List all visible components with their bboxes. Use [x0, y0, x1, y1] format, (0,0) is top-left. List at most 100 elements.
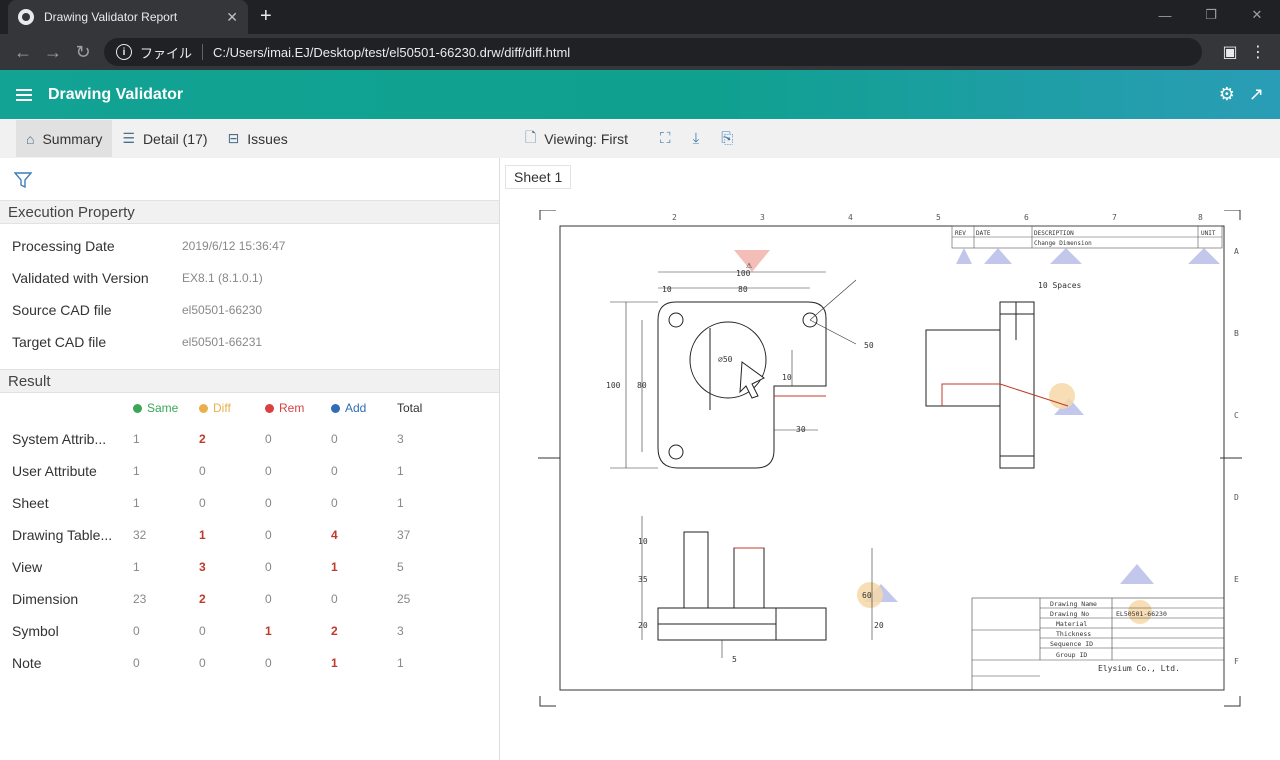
- legend-dot-icon: [331, 403, 340, 413]
- result-row[interactable]: System Attrib... 1 2 0 0 3: [0, 423, 499, 455]
- browser-tab[interactable]: Drawing Validator Report ✕: [8, 0, 248, 34]
- result-row-name: View: [12, 559, 43, 575]
- tab-issues-label: Issues: [247, 130, 288, 147]
- svg-text:3: 3: [760, 213, 765, 222]
- result-cell[interactable]: 0: [331, 496, 338, 510]
- result-cell[interactable]: 0: [133, 656, 140, 670]
- result-cell[interactable]: 0: [265, 560, 272, 574]
- tab-summary[interactable]: ⌂ Summary: [16, 120, 113, 157]
- result-cell[interactable]: 0: [199, 496, 206, 510]
- result-cell[interactable]: 0: [265, 592, 272, 606]
- result-cell[interactable]: 0: [265, 656, 272, 670]
- info-icon[interactable]: i: [116, 44, 132, 60]
- result-column-same: Same: [133, 401, 199, 415]
- result-cell[interactable]: 37: [397, 528, 411, 542]
- result-cell[interactable]: 1: [133, 560, 140, 574]
- property-value: el50501-66231: [182, 335, 263, 349]
- result-cell[interactable]: 3: [199, 560, 206, 574]
- result-cell[interactable]: 1: [133, 432, 140, 446]
- rev-header: REV: [955, 230, 966, 237]
- filter-icon[interactable]: [0, 158, 499, 200]
- result-cell[interactable]: 0: [133, 624, 140, 638]
- tb-material-label: Material: [1056, 620, 1087, 628]
- window-close-icon[interactable]: ✕: [1251, 7, 1263, 22]
- back-icon[interactable]: ←: [14, 41, 32, 62]
- property-key: Validated with Version: [12, 270, 149, 286]
- result-cell[interactable]: 3: [397, 432, 404, 446]
- dim-35: 35: [638, 575, 648, 584]
- result-cell[interactable]: 0: [265, 496, 272, 510]
- result-cell[interactable]: 3: [397, 624, 404, 638]
- download-icon[interactable]: ⤓: [692, 130, 700, 147]
- forward-icon[interactable]: →: [44, 41, 62, 62]
- result-cell[interactable]: 1: [397, 656, 404, 670]
- result-cell[interactable]: 32: [133, 528, 147, 542]
- result-cell[interactable]: 0: [265, 528, 272, 542]
- result-cell[interactable]: 1: [265, 624, 272, 638]
- new-tab-icon[interactable]: +: [260, 5, 272, 27]
- result-cell[interactable]: 0: [265, 432, 272, 446]
- result-cell[interactable]: 2: [331, 624, 338, 638]
- result-cell[interactable]: 0: [331, 464, 338, 478]
- property-value: EX8.1 (8.1.0.1): [182, 271, 263, 285]
- open-external-icon[interactable]: ↗: [1248, 84, 1264, 104]
- url-text: C:/Users/imai.EJ/Desktop/test/el50501-66…: [213, 44, 571, 60]
- legend-dot-icon: [265, 403, 274, 413]
- close-tab-icon[interactable]: ✕: [226, 8, 238, 25]
- tab-detail[interactable]: ☰ Detail (17): [112, 120, 217, 157]
- restore-icon[interactable]: ❐: [1205, 7, 1217, 22]
- result-cell[interactable]: 1: [133, 464, 140, 478]
- result-cell[interactable]: 1: [397, 496, 404, 510]
- profile-icon[interactable]: ▣: [1222, 44, 1238, 61]
- result-cell[interactable]: 1: [331, 560, 338, 574]
- property-key: Target CAD file: [12, 334, 107, 350]
- property-key: Processing Date: [12, 238, 115, 254]
- result-cell[interactable]: 1: [397, 464, 404, 478]
- reload-icon[interactable]: ↻: [75, 41, 91, 62]
- svg-text:B: B: [1234, 329, 1239, 338]
- minimize-icon[interactable]: —: [1158, 7, 1172, 23]
- tab-sheet-1[interactable]: Sheet 1: [505, 165, 572, 189]
- viewing-selector[interactable]: 🗋 Viewing: First: [515, 120, 638, 157]
- result-cell[interactable]: 0: [199, 464, 206, 478]
- legend-dot-icon: [133, 403, 142, 413]
- url-input[interactable]: i ファイル C:/Users/imai.EJ/Desktop/test/el5…: [104, 38, 1202, 66]
- result-cell[interactable]: 1: [199, 528, 206, 542]
- tab-issues[interactable]: ⊟ Issues: [218, 120, 298, 157]
- result-cell[interactable]: 2: [199, 432, 206, 446]
- legend-dot-icon: [199, 403, 208, 413]
- result-cell[interactable]: 1: [133, 496, 140, 510]
- result-cell[interactable]: 0: [199, 624, 206, 638]
- result-cell[interactable]: 0: [265, 464, 272, 478]
- result-cell[interactable]: 0: [331, 432, 338, 446]
- result-row[interactable]: View 1 3 0 1 5: [0, 551, 499, 583]
- svg-text:C: C: [1234, 411, 1239, 420]
- result-cell[interactable]: 4: [331, 528, 338, 542]
- svg-text:⚠: ⚠: [746, 260, 753, 271]
- export-icon[interactable]: ⎘: [721, 130, 734, 147]
- hamburger-menu-icon[interactable]: [16, 86, 32, 104]
- result-cell[interactable]: 0: [331, 592, 338, 606]
- result-cell[interactable]: 0: [199, 656, 206, 670]
- result-cell[interactable]: 2: [199, 592, 206, 606]
- settings-gear-icon[interactable]: ⚙: [1218, 84, 1235, 104]
- fit-screen-icon[interactable]: ⛶: [660, 130, 671, 147]
- result-cell[interactable]: 25: [397, 592, 411, 606]
- tb-drawing-no-label: Drawing No: [1050, 610, 1089, 618]
- svg-text:F: F: [1234, 657, 1239, 666]
- dim-80-v: 80: [637, 381, 647, 390]
- result-row-name: System Attrib...: [12, 431, 107, 447]
- result-cell[interactable]: 1: [331, 656, 338, 670]
- result-cell[interactable]: 5: [397, 560, 404, 574]
- menu-dots-icon[interactable]: ⋮: [1250, 44, 1266, 61]
- result-cell[interactable]: 23: [133, 592, 147, 606]
